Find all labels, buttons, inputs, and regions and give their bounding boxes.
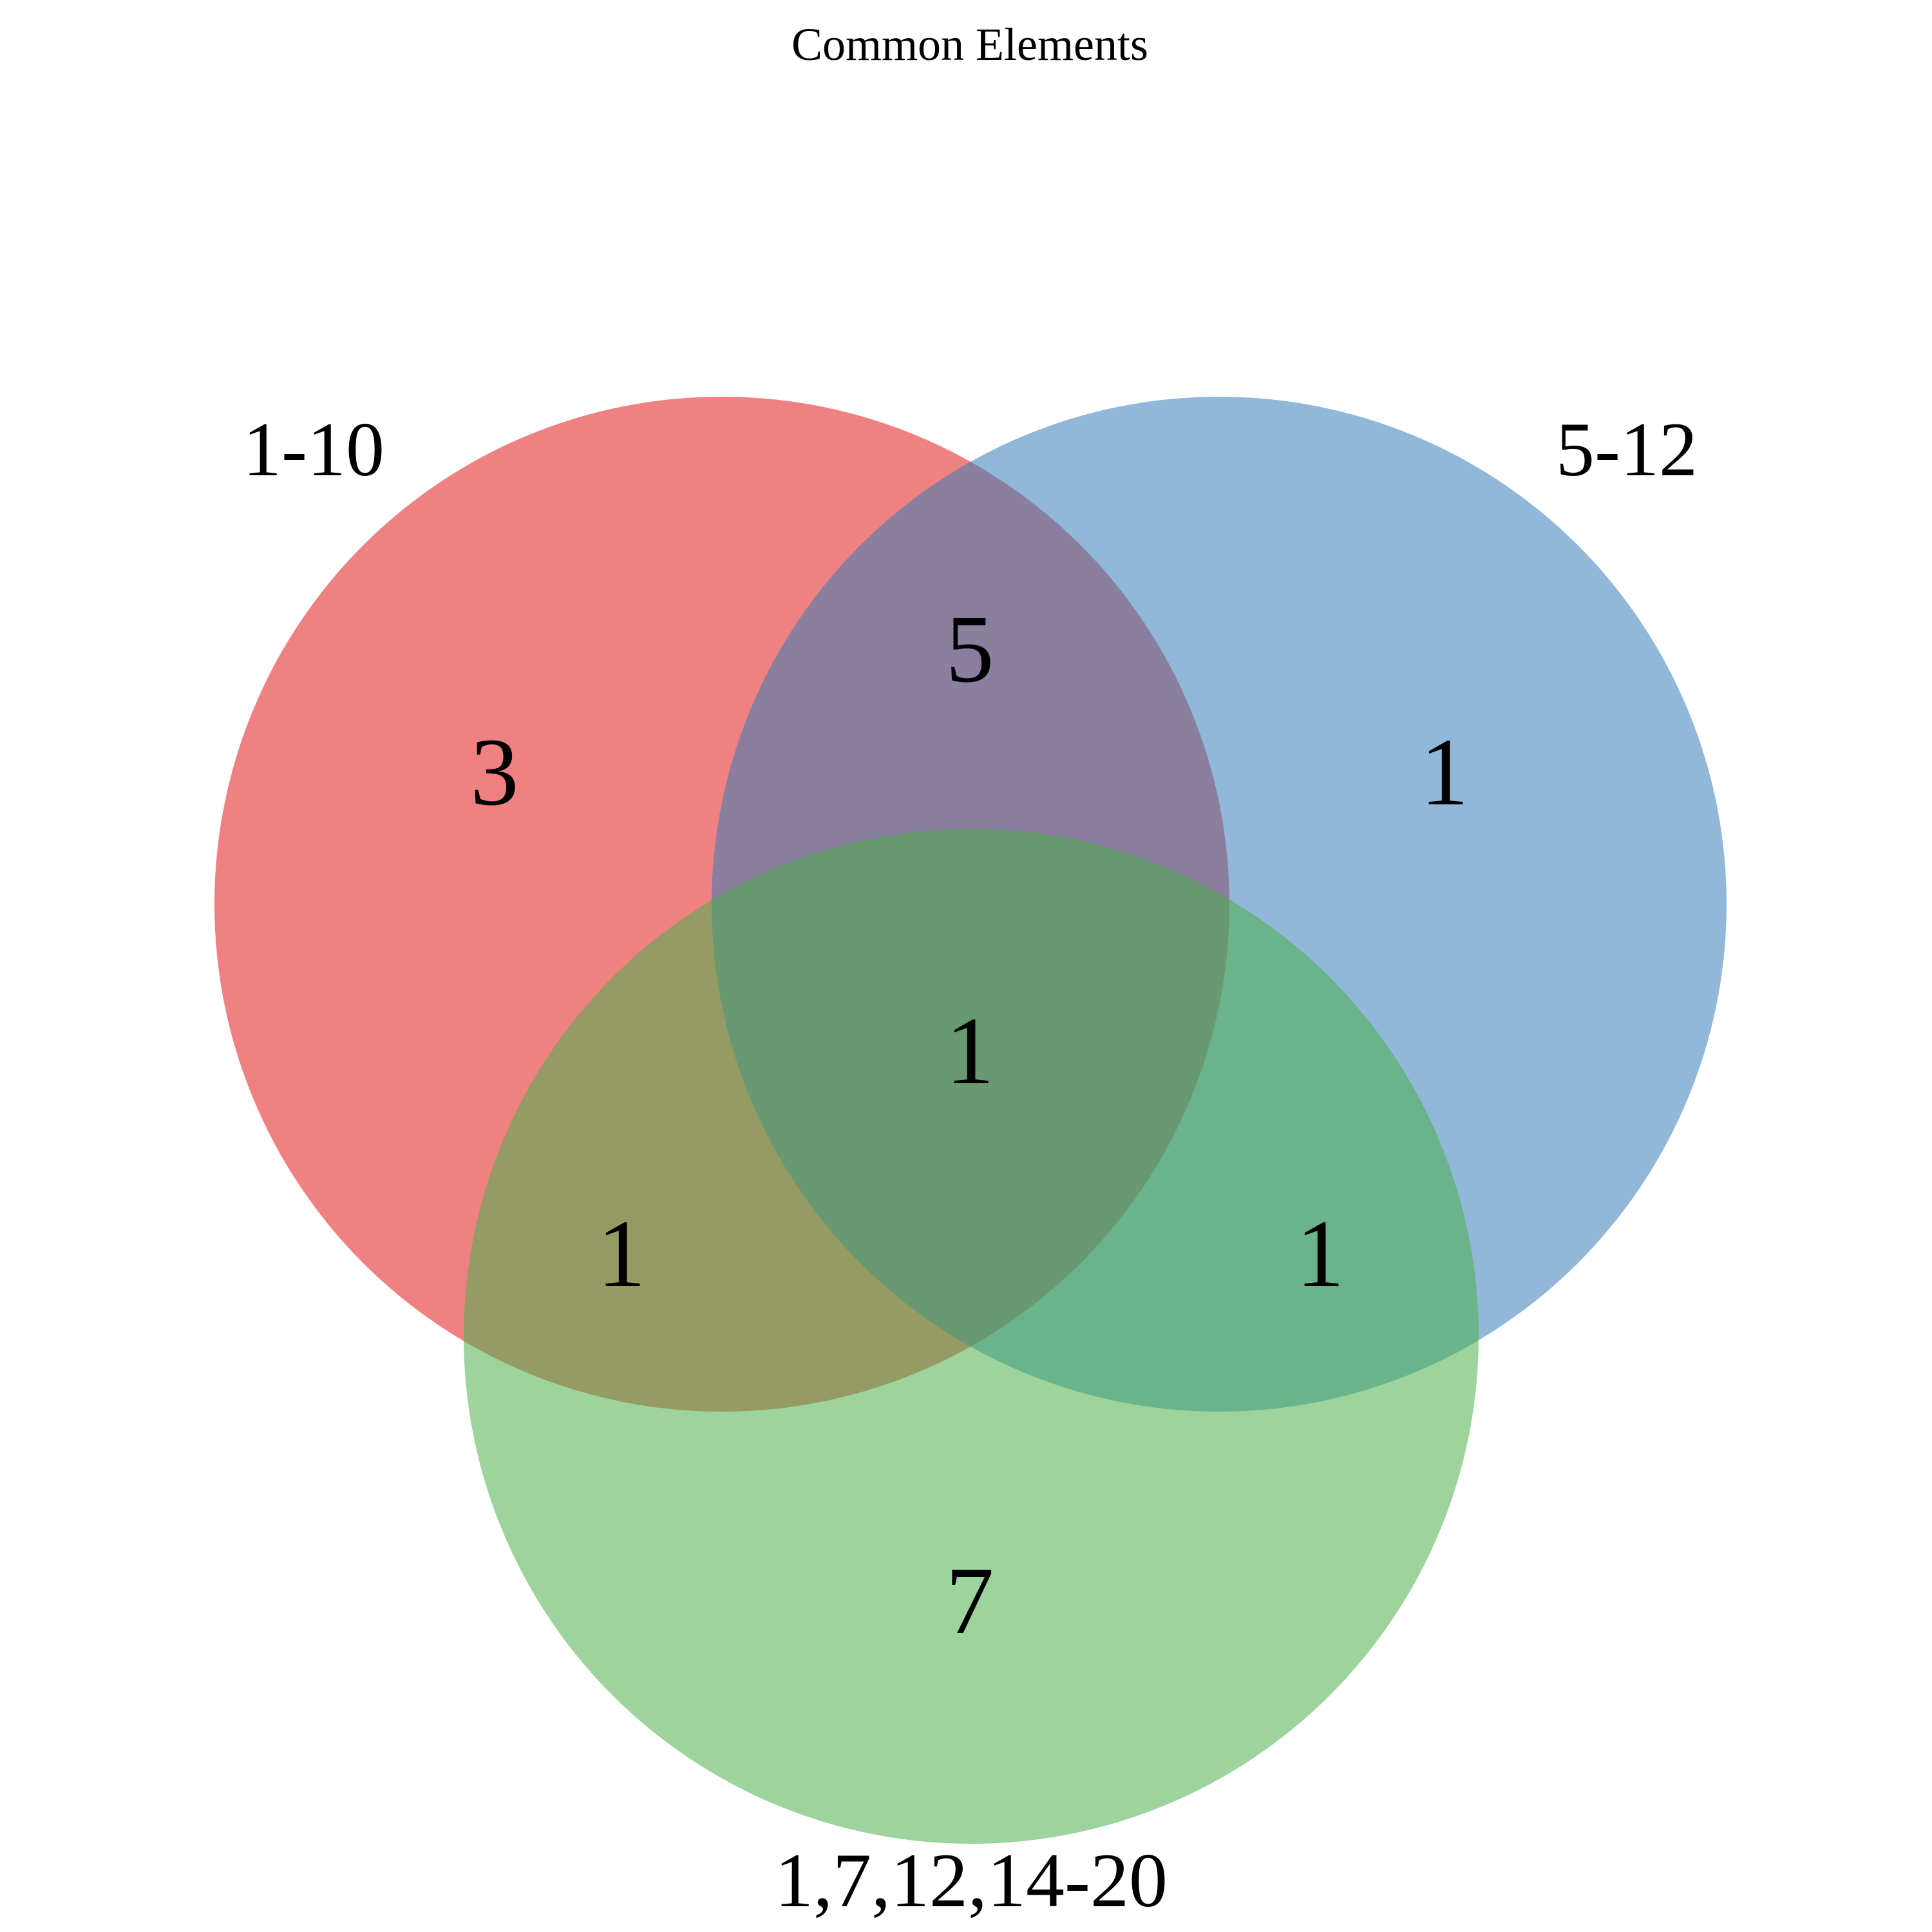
set-circle-c xyxy=(464,829,1479,1844)
region-count-a-b: 5 xyxy=(946,596,994,703)
region-count-c-only: 7 xyxy=(946,1548,994,1654)
region-count-b-only: 1 xyxy=(1421,719,1469,826)
region-count-a-only: 3 xyxy=(471,719,519,826)
set-label-b: 5-12 xyxy=(1556,406,1698,492)
region-count-b-c: 1 xyxy=(1296,1200,1345,1307)
set-label-c: 1,7,12,14-20 xyxy=(775,1837,1168,1923)
chart-title: Common Elements xyxy=(791,19,1148,70)
region-count-a-c: 1 xyxy=(598,1200,646,1307)
set-label-a: 1-10 xyxy=(243,406,384,492)
region-count-a-b-c: 1 xyxy=(946,998,994,1104)
